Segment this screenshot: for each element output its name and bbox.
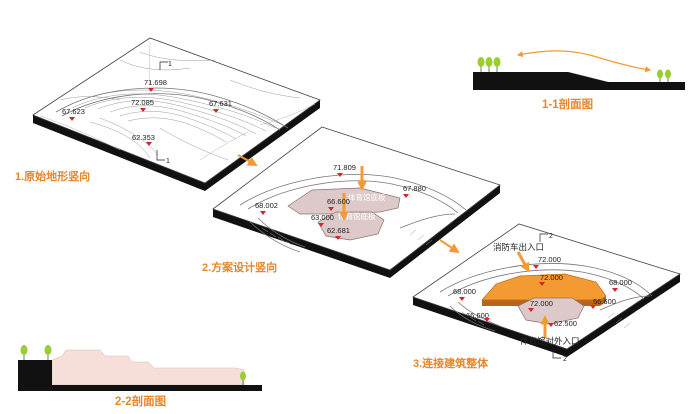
plot2-building-label-2: 体育馆底板 bbox=[338, 211, 376, 221]
plot1-section-mark-bottom: 1 bbox=[156, 150, 170, 165]
plot2-road bbox=[239, 174, 467, 253]
plot3-building-lower bbox=[517, 297, 585, 325]
step-1-label: 1.原始地形竖向 bbox=[15, 169, 90, 183]
plot3-entry-arrows bbox=[516, 251, 550, 338]
plot3-parking bbox=[461, 311, 631, 329]
section-1-1-title: 1-1剖面图 bbox=[542, 97, 593, 111]
plot3-section-mark-bottom: 2 bbox=[552, 350, 567, 363]
plot3-road bbox=[439, 263, 653, 332]
section-2-2-ground bbox=[18, 360, 262, 391]
plot2-down-arrows bbox=[339, 166, 367, 221]
plot3-elev-72-top: 72.000 bbox=[538, 255, 561, 264]
plot3-building-top bbox=[481, 273, 607, 301]
plot2-elev-bottom: 62.681 bbox=[327, 226, 350, 235]
plot3-elev-right: 68.000 bbox=[609, 278, 632, 287]
plot1-terrain-lines bbox=[39, 41, 316, 161]
step-3-label: 3.连接建筑整体 bbox=[413, 356, 489, 370]
plot2-elev-left: 68.002 bbox=[255, 201, 278, 210]
step-2-label: 2.方案设计竖向 bbox=[202, 260, 277, 274]
plot3-side-right bbox=[567, 274, 680, 357]
section-2-2-trees-right bbox=[240, 371, 246, 385]
section-1-1-trees-right bbox=[657, 69, 671, 82]
plot1-elev-top: 71.698 bbox=[144, 78, 167, 87]
fire-truck-entry-label: 消防车出入口 bbox=[493, 242, 544, 252]
plot3-elev-72-building: 72.000 bbox=[540, 273, 563, 282]
section-2-2-trees-left bbox=[20, 345, 52, 360]
section-1-1 bbox=[473, 50, 685, 90]
plot1-road-edge bbox=[61, 93, 281, 131]
flow-arrow-2 bbox=[439, 239, 460, 254]
plot1-elev-right: 67.631 bbox=[209, 99, 232, 108]
section-2-2 bbox=[18, 345, 262, 391]
plot2-elev-b1: 66.600 bbox=[327, 197, 350, 206]
gym-entry-label: 体育馆对外入口 bbox=[520, 336, 580, 346]
section-mark-2-bottom: 2 bbox=[563, 356, 567, 363]
plot1-road bbox=[55, 87, 289, 129]
flow-arrow-1 bbox=[237, 154, 258, 166]
plot2-parking bbox=[261, 227, 433, 246]
plot2-markers bbox=[260, 173, 409, 240]
plot2-side-right bbox=[390, 185, 500, 278]
plot1-slab bbox=[32, 37, 321, 184]
plot3-elev-6660-left: 66.600 bbox=[466, 311, 489, 320]
plot2-elev-right: 67.880 bbox=[403, 184, 426, 193]
plot1-side-right bbox=[205, 100, 320, 191]
terrain-plot-3: 72.000 72.000 72.000 68.000 68.000 66.60… bbox=[412, 223, 681, 363]
plot1-side-left bbox=[33, 115, 205, 191]
plot1-section-mark-top: 1 bbox=[159, 61, 172, 70]
plot2-side-left bbox=[213, 209, 390, 278]
section-2-2-building bbox=[51, 349, 245, 386]
plot2-building-label-1: 体育馆底板 bbox=[348, 192, 386, 202]
plot3-side-left bbox=[413, 297, 567, 357]
plot3-elev-bottom: 62.500 bbox=[554, 319, 577, 328]
section-1-1-ground bbox=[473, 72, 685, 90]
plot3-elev-6660-right: 56.600 bbox=[593, 297, 616, 306]
section-mark-1-top: 1 bbox=[168, 61, 172, 68]
plot3-section-mark-top: 2 bbox=[539, 233, 553, 242]
plot3-elev-72-lower: 72.000 bbox=[530, 299, 553, 308]
section-1-1-trees-left bbox=[477, 57, 501, 72]
plot1-markers bbox=[69, 88, 219, 146]
plot2-elev-b2: 63.000 bbox=[311, 213, 334, 222]
section-mark-2-top: 2 bbox=[549, 233, 553, 240]
plot1-elev-bottom: 62.353 bbox=[132, 133, 155, 142]
plot1-elev-left: 67.623 bbox=[62, 107, 85, 116]
section-1-1-height-arrow bbox=[516, 50, 652, 73]
plot1-elev-mid: 72.085 bbox=[131, 98, 154, 107]
plot2-elev-top: 71.809 bbox=[333, 163, 356, 172]
section-2-2-title: 2-2剖面图 bbox=[115, 394, 166, 408]
terrain-plot-2: 体育馆底板 体育馆底板 71.809 66.600 63.000 68.002 … bbox=[212, 126, 501, 278]
plot3-markers bbox=[459, 265, 618, 327]
plot3-elev-left: 68.000 bbox=[453, 287, 476, 296]
section-mark-1-bottom: 1 bbox=[166, 158, 170, 165]
terrain-plot-1: 71.698 72.085 67.623 67.631 62.353 1 1 bbox=[32, 37, 321, 191]
